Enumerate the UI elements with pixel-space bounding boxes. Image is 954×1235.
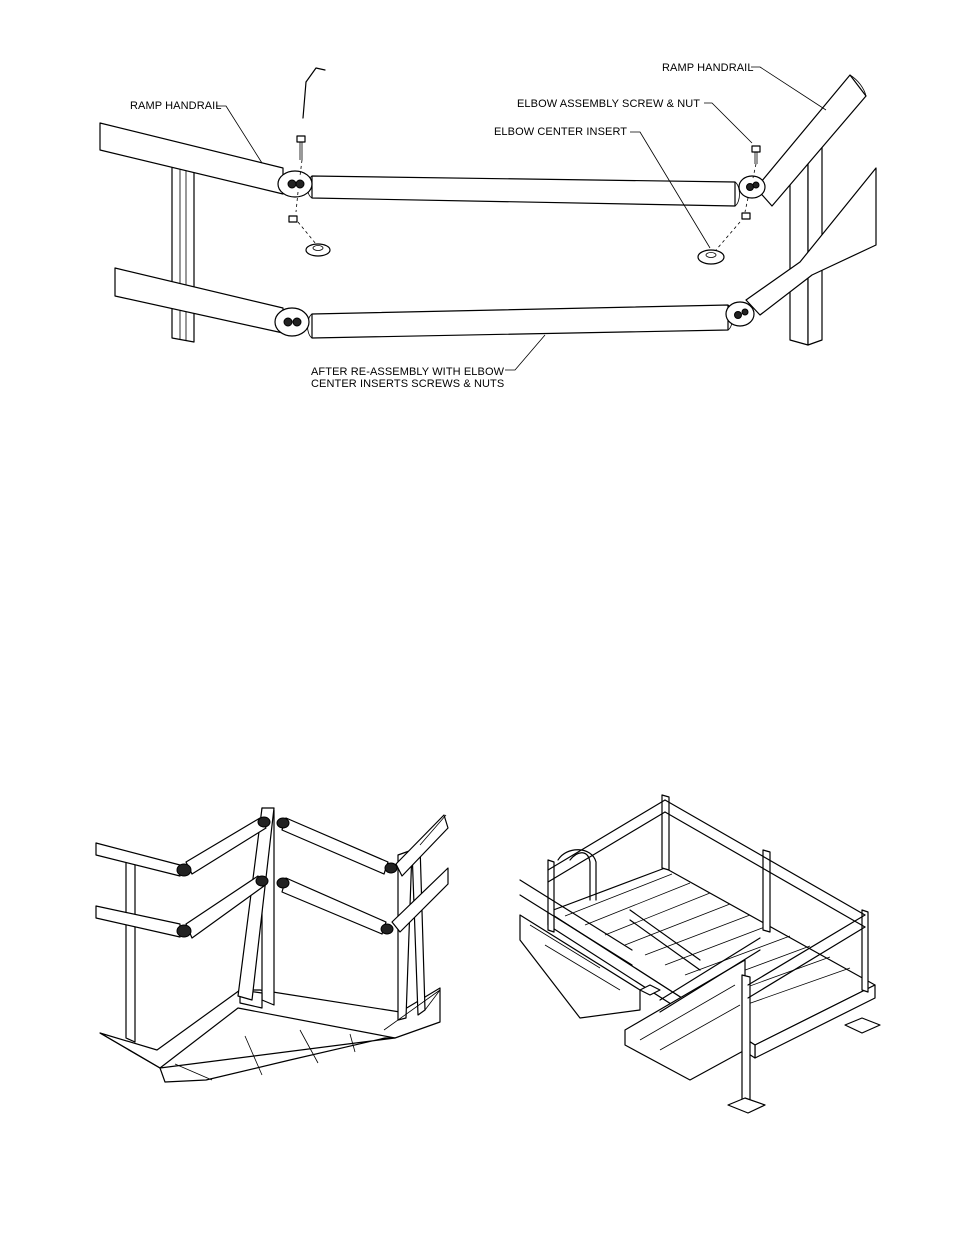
ramp-platform-isometric-diagram [0,0,954,1235]
instruction-page: RAMP HANDRAIL RAMP HANDRAIL ELBOW ASSEMB… [0,0,954,1235]
